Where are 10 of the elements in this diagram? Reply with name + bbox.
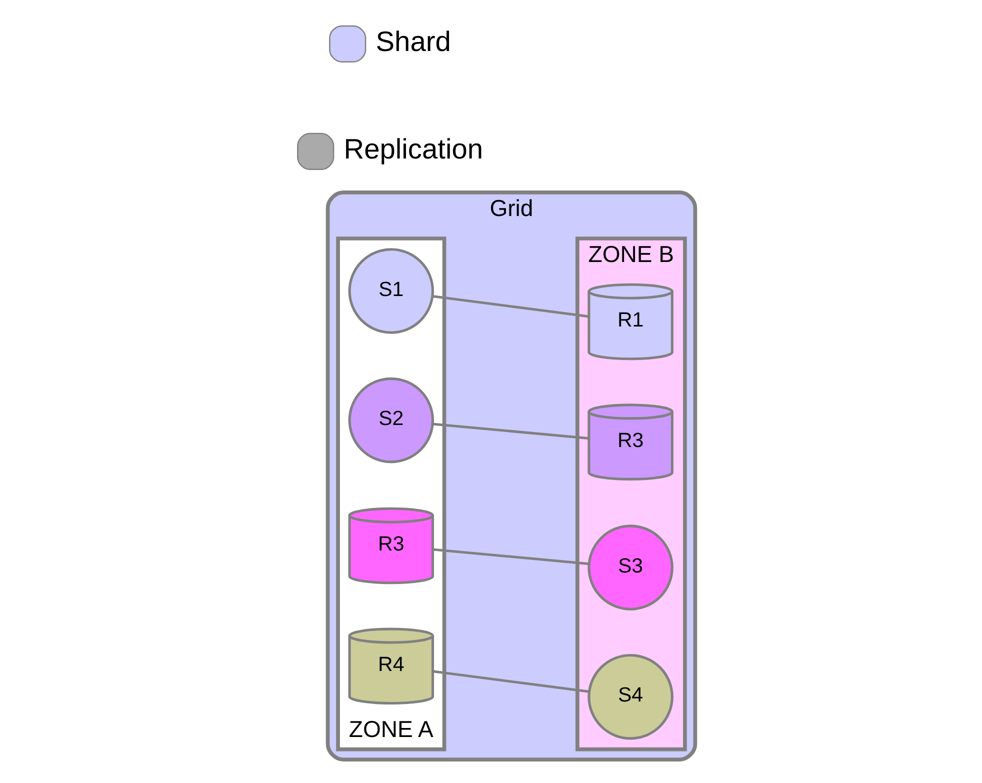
connector	[432, 294, 590, 318]
legend-label: Shard	[376, 26, 451, 58]
node-circle: S3	[588, 524, 674, 610]
connector	[432, 670, 590, 693]
node-circle: S1	[348, 248, 434, 334]
connector	[433, 548, 590, 566]
node-circle: S4	[588, 654, 674, 740]
legend-label: Replication	[344, 134, 484, 165]
connector	[432, 422, 589, 440]
node-circle: S2	[348, 377, 434, 464]
